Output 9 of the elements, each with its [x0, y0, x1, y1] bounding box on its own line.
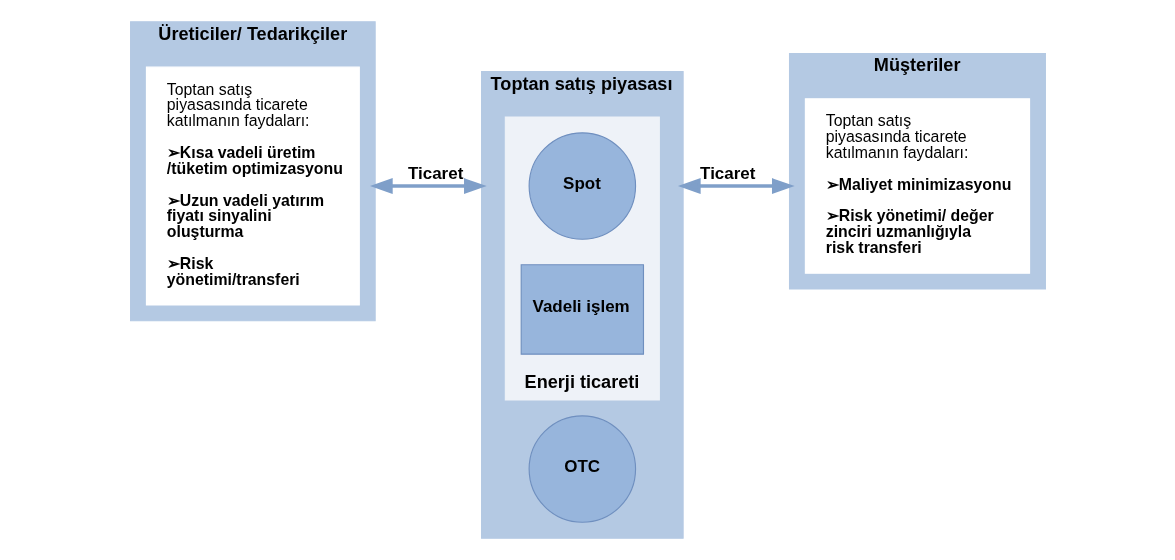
arrow — [369, 178, 487, 194]
node-box: Vadeli işlem — [520, 264, 644, 355]
edge-label: Ticaret — [407, 164, 463, 184]
arrow — [677, 178, 795, 194]
node-circle: Spot — [528, 132, 636, 240]
node-box: Toptan satış piyasasında ticarete katılmanın faydaları: ➢Kısa vadeli üretim /tüketim optimizasyonu ➢Uzun vadeli yatırım fiyatı sinyalini oluşturma ➢Risk yönetimi/transferi — [145, 66, 360, 306]
node-box: Toptan satış piyasasında ticarete katılmanın faydaları: ➢Maliyet minimizasyonu ➢Risk yönetimi/ değer zinciri uzmanlığıyla risk transferi — [804, 98, 1030, 274]
node-circle: OTC — [528, 415, 636, 523]
edge-label: Ticaret — [699, 164, 755, 184]
